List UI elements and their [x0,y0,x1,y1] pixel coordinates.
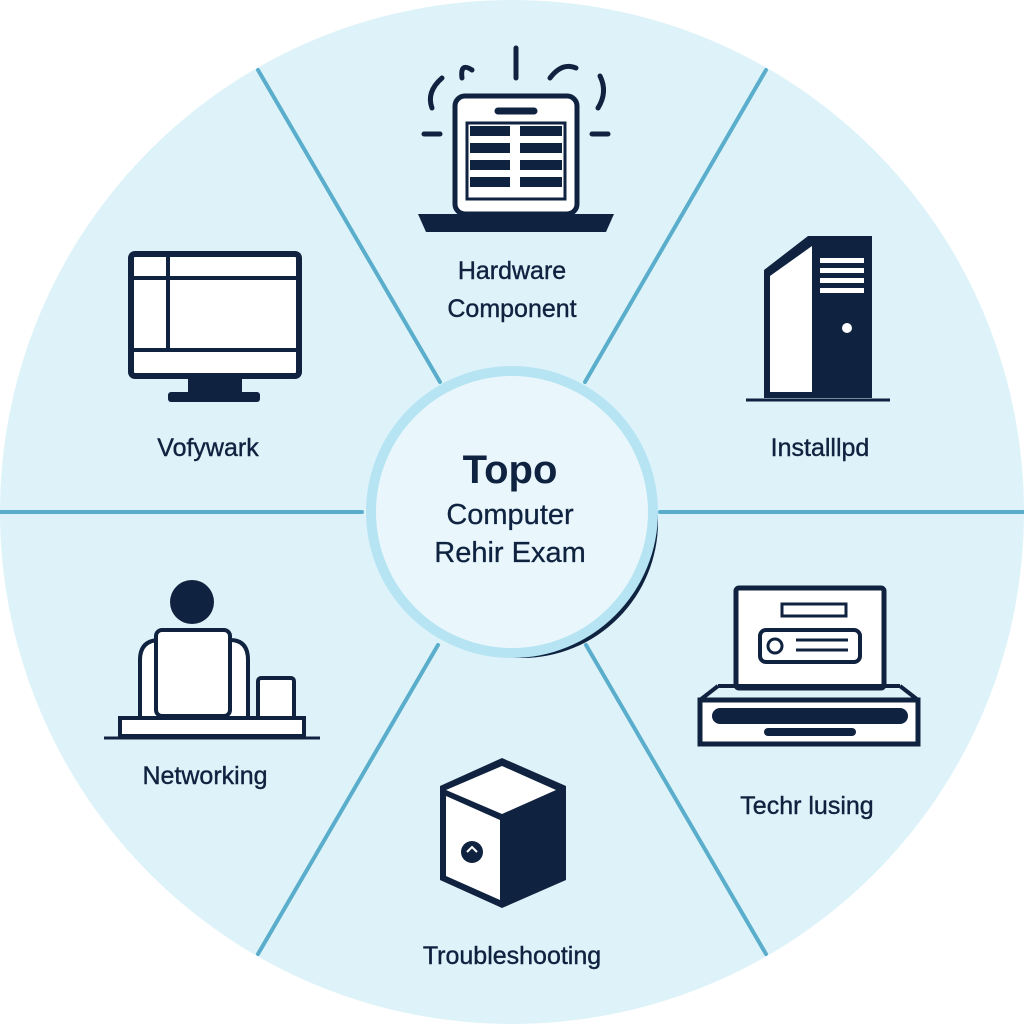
person-at-desk-icon [104,580,320,740]
installed-label: Installlpd [770,434,870,462]
center-title: Topo [462,448,558,492]
segment-label-networking: Networking [110,762,300,791]
segment-label-installed: Installlpd [730,434,910,463]
network-device-icon [697,585,921,747]
hardware-label-line-1: Hardware [457,257,567,285]
vofywark-label: Vofywark [157,434,259,462]
segment-label-vofywark: Vofywark [118,434,298,463]
monitor-icon [128,251,302,402]
troubleshooting-label: Troubleshooting [422,942,602,970]
techr-label: Techr lusing [740,792,874,820]
segment-dividers [0,68,1024,956]
center-line-1: Computer [446,499,574,531]
laptop-icon [418,45,614,232]
divider-bottom-left [256,643,440,956]
divider-top-right [583,68,768,384]
segment-label-techr: Techr lusing [712,792,902,821]
segment-label-hardware: Hardware Component [412,252,612,328]
center-disc [376,376,648,648]
center-label: Topo Computer Rehir Exam [372,444,648,572]
server-tower-icon [746,236,890,402]
hardware-label-line-2: Component [447,295,577,323]
networking-label: Networking [142,762,268,790]
box-icon [440,758,566,908]
divider-bottom-right [584,643,768,956]
center-line-2: Rehir Exam [434,537,586,569]
segment-label-troubleshooting: Troubleshooting [382,942,642,971]
divider-top-left [256,68,442,384]
